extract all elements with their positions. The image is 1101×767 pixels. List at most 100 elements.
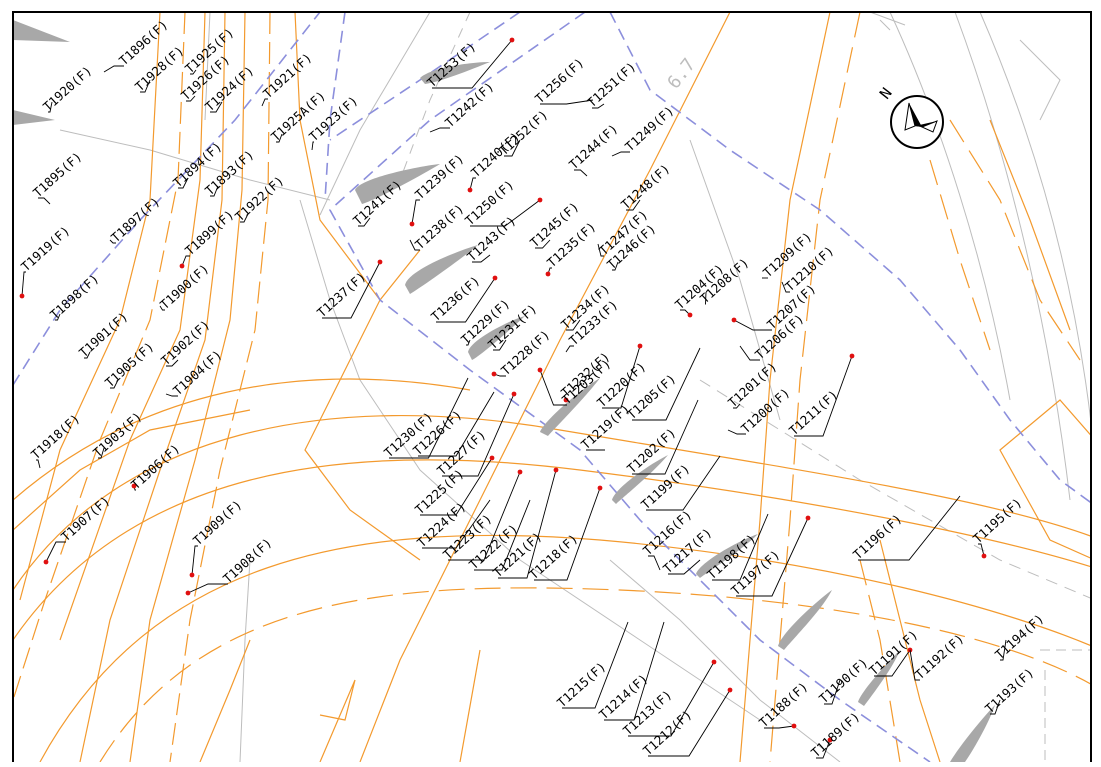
road-parcel-lines: [13, 12, 1091, 762]
tree-label: T1215(F): [554, 659, 609, 710]
tree-leader-line: [422, 499, 491, 549]
tree-label: T1237(F): [314, 269, 369, 320]
tree-t1895-f: T1895(F): [30, 149, 85, 205]
tree-leader-line: [535, 239, 551, 249]
tree-label: T1244(F): [566, 121, 621, 172]
tree-label: T1907(F): [58, 493, 113, 544]
tree-point: [185, 590, 191, 596]
tree-point: [377, 259, 383, 265]
tree-leader-line: [436, 277, 496, 323]
tree-label: T1189(F): [808, 709, 863, 760]
tree-leader-line: [764, 725, 795, 729]
tree-leader-line: [420, 457, 493, 516]
tree-leader-line: [48, 101, 53, 113]
tree-label: T1909(F): [190, 497, 245, 548]
tree-leader-line: [539, 369, 567, 406]
tree-leader-line: [466, 339, 471, 346]
tree-t1920-f: T1920(F): [40, 63, 95, 114]
tree-label: T1897(F): [108, 194, 163, 245]
tree-leader-line: [210, 185, 219, 197]
tree-label: T1211(F): [786, 387, 841, 438]
tree-leader-line: [38, 197, 51, 205]
tree-label: T1908(F): [220, 535, 275, 586]
tree-label: T1236(F): [428, 273, 483, 324]
tree-point: [517, 469, 523, 475]
tree-leader-line: [448, 471, 521, 561]
tree-t1207-f: T1207(F): [731, 281, 819, 332]
tree-leader-line: [566, 319, 581, 331]
tree-label: T1895(F): [30, 149, 85, 200]
tree-point: [131, 483, 137, 489]
tree-t1194-f: T1194(F): [992, 611, 1047, 662]
tree-t1193-f: T1193(F): [982, 665, 1037, 716]
tree-point: [467, 187, 473, 193]
tree-leader-line: [874, 649, 911, 677]
tree-leader-line: [648, 689, 731, 757]
tree-leader-line: [411, 199, 420, 225]
tree-leader-line: [668, 559, 701, 575]
tree-leader-line: [727, 429, 746, 435]
tree-leader-line: [261, 98, 268, 107]
tree-leader-line: [389, 377, 469, 459]
tree-leader-line: [190, 69, 197, 75]
tree-point: [179, 263, 185, 269]
tree-leader-line: [418, 391, 495, 457]
tree-leader-line: [358, 217, 371, 227]
tree-leader-line: [110, 379, 119, 389]
tree-leader-line: [159, 305, 165, 311]
tree-point: [849, 353, 855, 359]
tree-point: [189, 572, 195, 578]
tree-leader-line: [739, 345, 760, 361]
tree-leader-line: [178, 177, 189, 189]
tree-leader-line: [470, 199, 541, 227]
tree-point: [711, 659, 717, 665]
tree-point: [509, 37, 515, 43]
tree-leader-line: [574, 169, 588, 177]
tree-leader-line: [109, 239, 116, 244]
tree-leader-line: [562, 621, 629, 709]
tree-label: T1920(F): [40, 63, 95, 114]
tree-leader-line: [429, 127, 450, 133]
tree-t1899-f: T1899(F): [179, 207, 237, 269]
tree-leader-line: [432, 39, 513, 89]
tree-leader-line: [632, 347, 701, 421]
tree-leader-line: [240, 213, 249, 223]
tree-t1199-f: T1199(F): [638, 455, 721, 512]
tree-label: T1248(F): [618, 161, 673, 212]
tree-t1244-f: T1244(F): [566, 121, 621, 177]
tree-leader-line: [1000, 639, 1007, 661]
tree-t1897-f: T1897(F): [108, 194, 163, 245]
tree-t1903-f: T1903(F): [90, 409, 145, 460]
scale-note: 6.7: [663, 55, 700, 94]
tree-point: [687, 312, 693, 318]
tree-leader-line: [98, 447, 105, 459]
tree-leader-line: [45, 541, 66, 563]
tree-leader-line: [55, 313, 61, 321]
tree-t1211-f: T1211(F): [786, 353, 855, 438]
tree-leader-line: [602, 345, 641, 409]
tree-t1900-f: T1900(F): [157, 261, 212, 312]
tree-label: T1249(F): [622, 103, 677, 154]
tree-leader-line: [311, 141, 314, 151]
tree-leader-line: [733, 319, 772, 331]
tree-leader-line: [794, 355, 853, 437]
tree-point: [545, 271, 551, 277]
tree-point: [537, 367, 543, 373]
tree-leader-line: [816, 739, 831, 759]
tree-point: [597, 485, 603, 491]
tree-leader-line: [191, 545, 198, 576]
tree-point: [827, 737, 833, 743]
tree-leader-line: [21, 271, 26, 297]
tree-leader-line: [565, 345, 574, 353]
tree-label: T1252(F): [496, 107, 551, 158]
tree-t1242-f: T1242(F): [429, 79, 497, 133]
tree-leader-line: [165, 393, 178, 397]
tree-leader-line: [978, 543, 985, 557]
tree-label: T1238(F): [412, 201, 467, 252]
tree-point: [731, 317, 737, 323]
tree-t1248-f: T1248(F): [618, 161, 673, 212]
tree-leader-line: [186, 95, 196, 102]
tree-label: T1922(F): [232, 173, 287, 224]
tree-label: T1905(F): [102, 339, 157, 390]
